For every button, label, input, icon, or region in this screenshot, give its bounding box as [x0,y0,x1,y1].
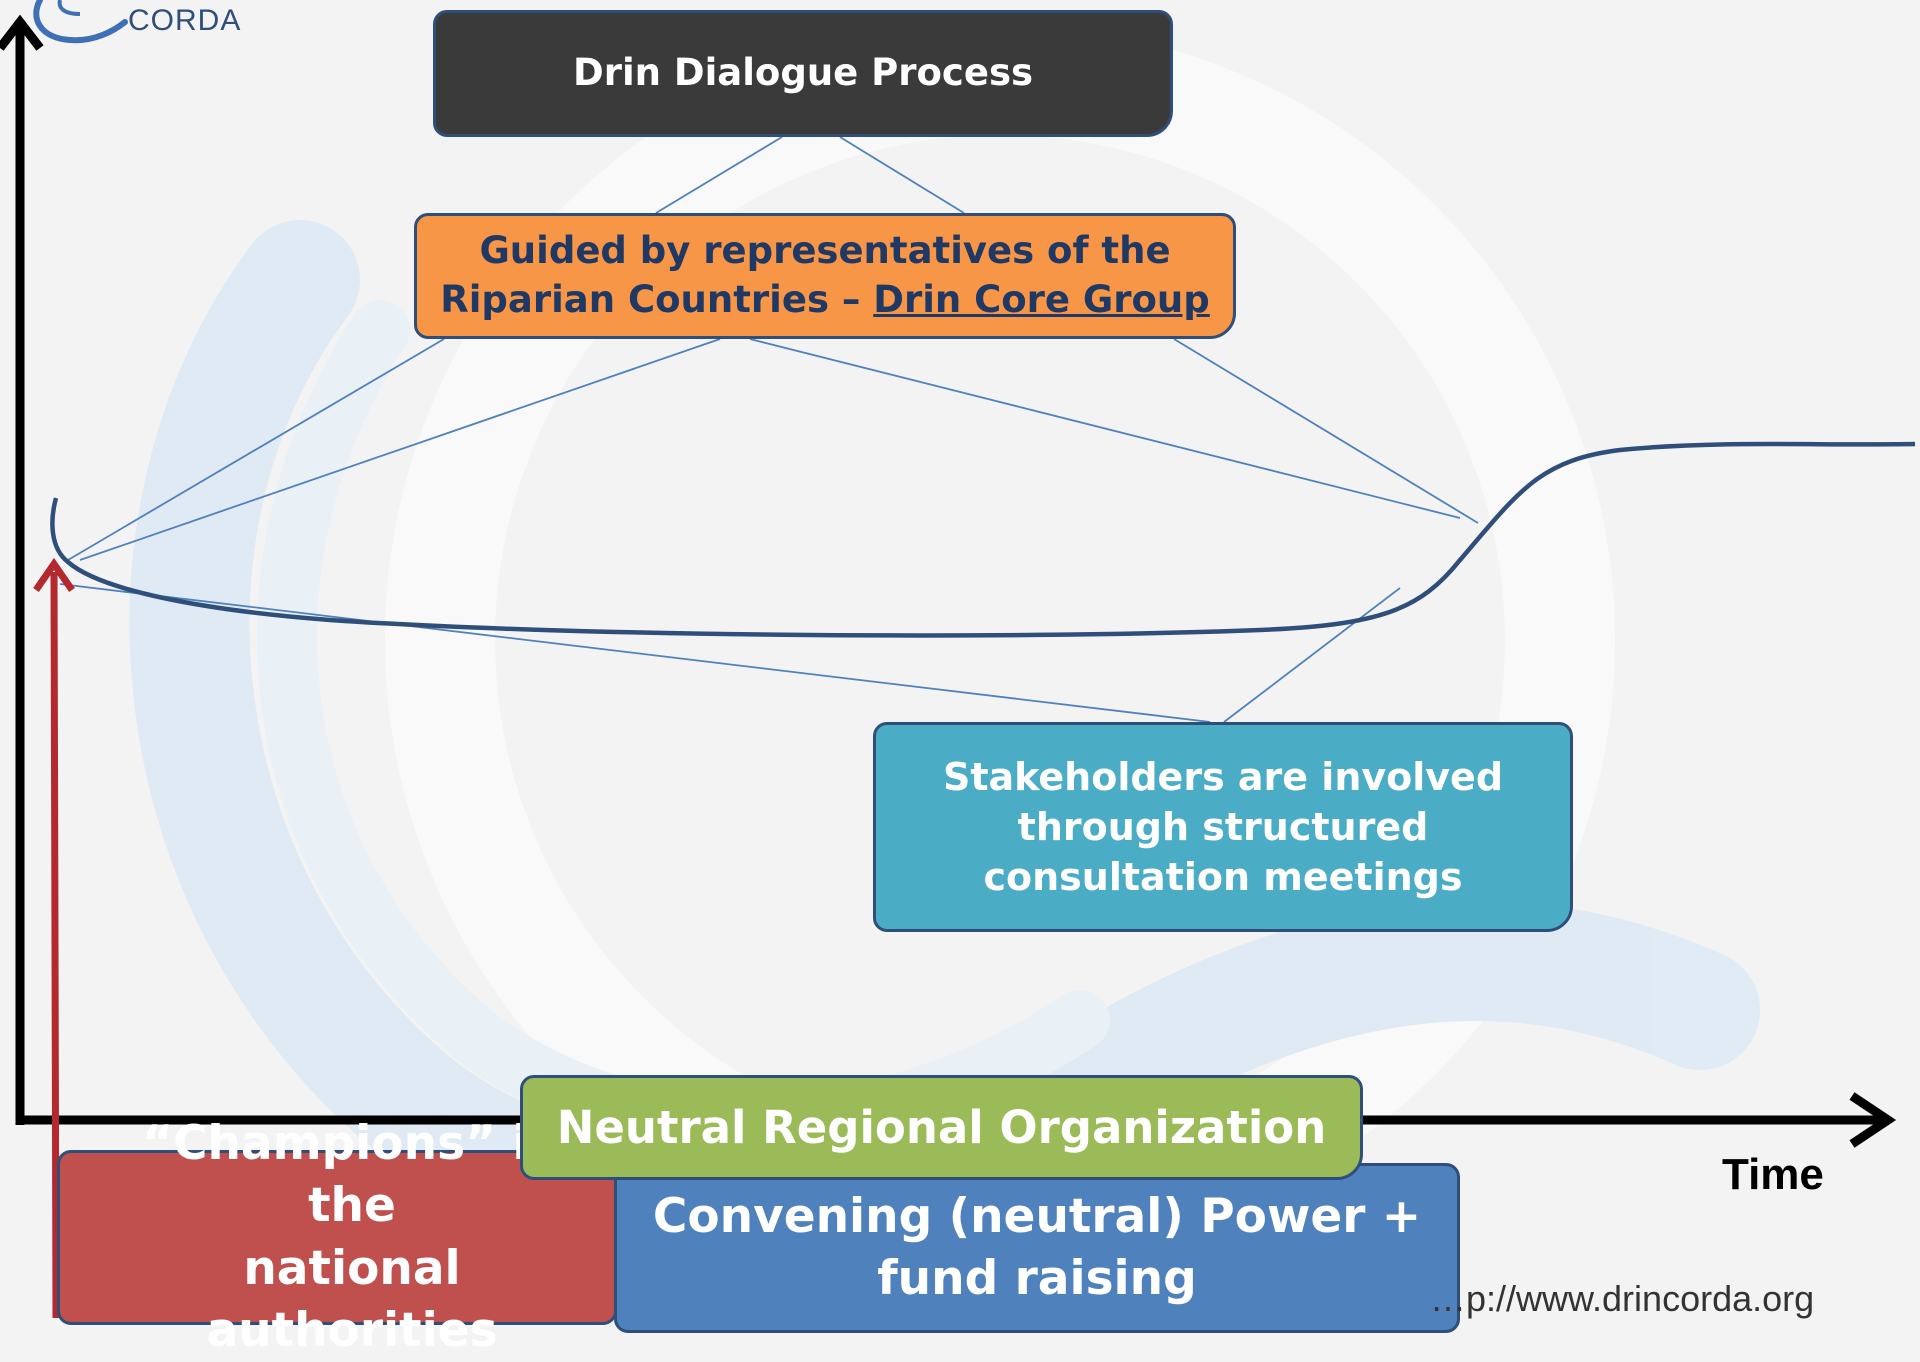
guided-line-2: Riparian Countries – Drin Core Group [440,276,1210,325]
drin-corda-logo-icon [33,0,128,44]
guided-box: Guided by representatives of the Riparia… [414,213,1236,339]
champions-box: “Champions” in the national authorities [57,1116,617,1358]
website-url[interactable]: …p://www.drincorda.org [1430,1278,1815,1319]
champions-arrow [33,557,75,1318]
guided-line-2-prefix: Riparian Countries – [440,278,874,321]
process-curve [50,441,1916,638]
champions-line-2: national authorities [206,1240,498,1358]
title-text: Drin Dialogue Process [573,51,1033,95]
champions-line-1: “Champions” in the [142,1116,562,1234]
connector-lines [59,136,1479,723]
x-axis-label: Time [1722,1150,1824,1199]
title-box: Drin Dialogue Process [433,10,1173,137]
guided-text: Guided by representatives of the Riparia… [440,227,1210,325]
convening-line-2: fund raising [877,1251,1197,1306]
neutral-org-box: Neutral Regional Organization [520,1075,1363,1180]
convening-text: Convening (neutral) Power + fund raising [653,1186,1421,1310]
y-axis [0,14,44,1125]
stakeholders-box: Stakeholders are involved through struct… [873,722,1573,932]
drin-core-group-link[interactable]: Drin Core Group [873,278,1210,321]
convening-box: Convening (neutral) Power + fund raising [614,1163,1460,1333]
convening-line-1: Convening (neutral) Power + [652,1188,1422,1244]
stakeholders-text: Stakeholders are involved through struct… [942,754,1504,900]
neutral-org-text: Neutral Regional Organization [556,1100,1327,1154]
logo-text: CORDA [128,4,242,37]
guided-line-1: Guided by representatives of the [479,229,1171,273]
